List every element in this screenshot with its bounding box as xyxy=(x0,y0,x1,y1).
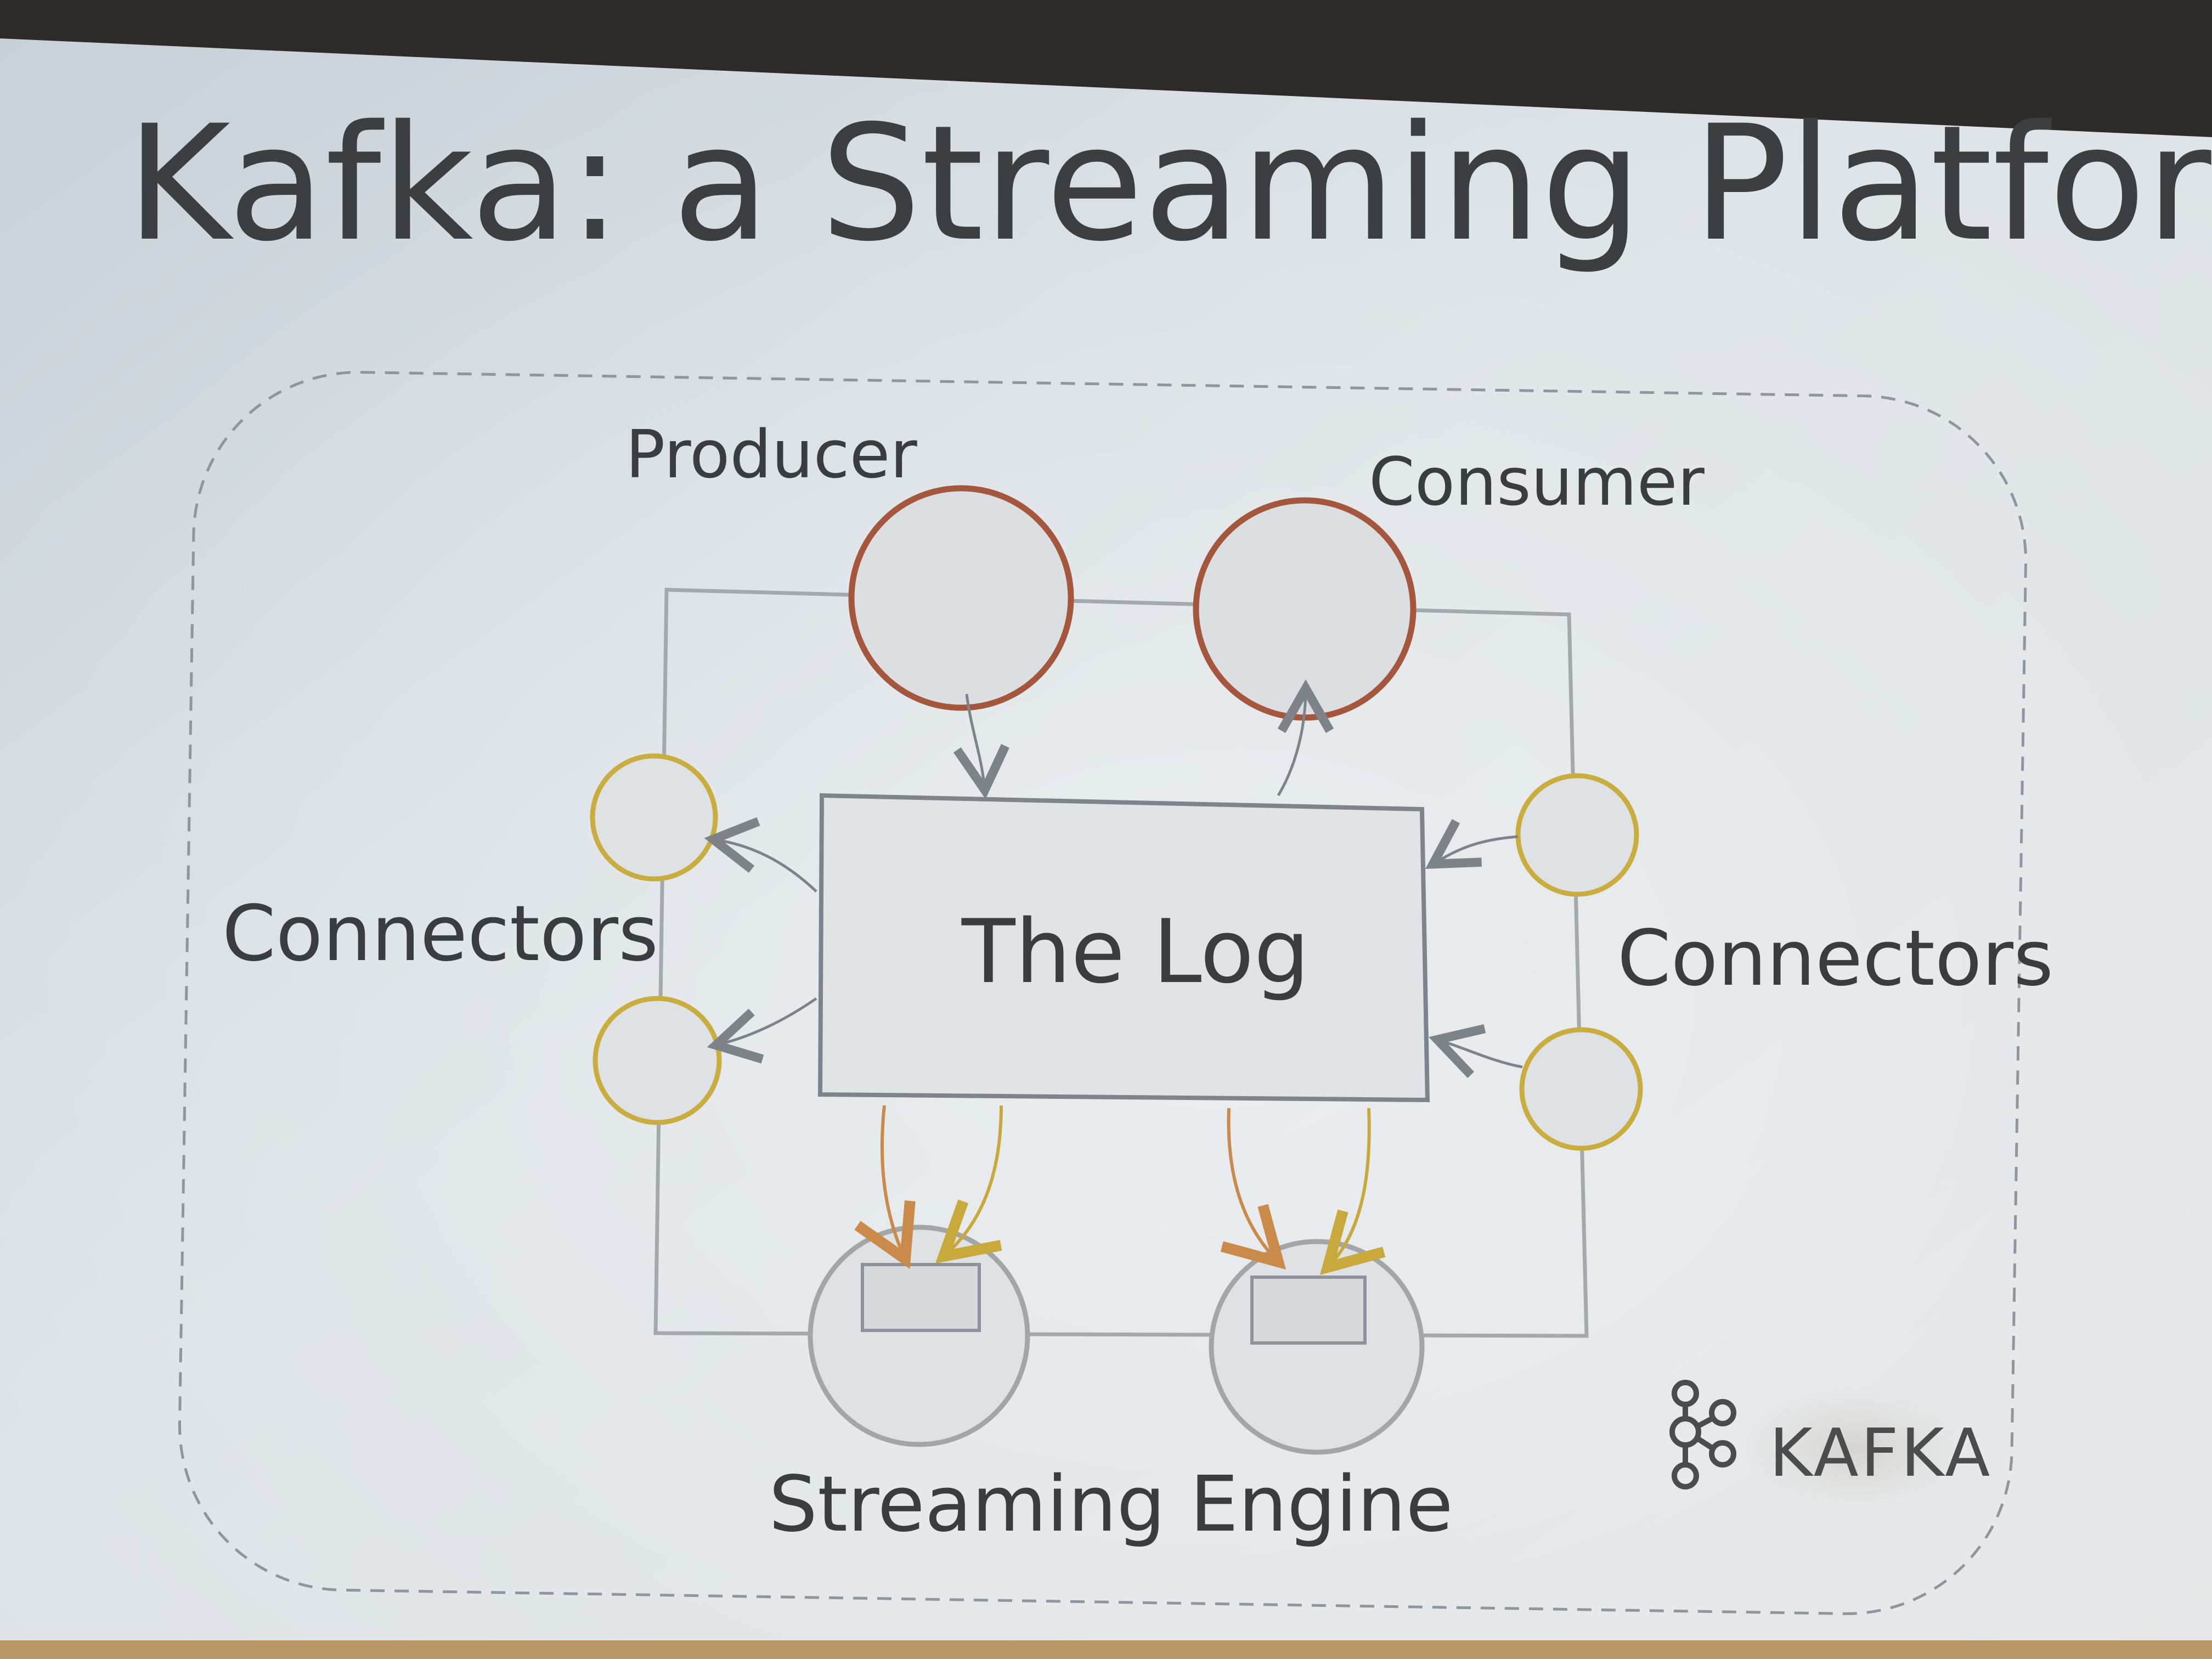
log-to-engine-right-arrow-orange xyxy=(1220,1108,1286,1270)
connectors-left-label: Connectors xyxy=(222,889,658,979)
streaming-engine-label: Streaming Engine xyxy=(769,1460,1453,1549)
producer-to-log-arrow xyxy=(953,693,1009,799)
log-to-engine-left-arrow-yellow xyxy=(935,1105,1003,1263)
platform-boundary xyxy=(178,371,2028,1615)
connector-left-bottom xyxy=(592,996,722,1125)
producer-circle xyxy=(848,485,1074,711)
connector-right-bottom-to-log-arrow xyxy=(1429,1024,1523,1078)
log-to-engine-left-arrow-orange xyxy=(854,1105,916,1269)
log-to-consumer-arrow xyxy=(1277,679,1334,797)
log-box xyxy=(817,793,1430,1103)
log-to-connector-left-top-arrow xyxy=(704,817,817,893)
streaming-engine-left-state xyxy=(861,1263,981,1332)
producer-label: Producer xyxy=(625,417,917,493)
kafka-logo-icon xyxy=(1669,1380,1736,1489)
slide-title: Kafka: a Streaming Platform xyxy=(126,92,2212,276)
kafka-logo-text: KAFKA xyxy=(1769,1415,1992,1492)
consumer-circle xyxy=(1193,497,1417,721)
log-to-engine-right-arrow-yellow xyxy=(1319,1108,1386,1276)
connector-left-top xyxy=(590,753,718,882)
connectors-right-label: Connectors xyxy=(1617,914,2053,1003)
connector-right-top xyxy=(1515,773,1639,897)
log-to-connector-left-bottom-arrow xyxy=(707,997,817,1064)
streaming-engine-left xyxy=(808,1224,1030,1447)
streaming-engine-right xyxy=(1209,1239,1425,1455)
kafka-logo: KAFKA xyxy=(1669,1380,1992,1509)
streaming-engine-right-state xyxy=(1250,1276,1367,1345)
consumer-label: Consumer xyxy=(1369,444,1705,521)
connector-right-bottom xyxy=(1519,1027,1643,1151)
connector-right-top-to-log-arrow xyxy=(1425,819,1519,869)
log-label: The Log xyxy=(961,900,1310,1003)
stage-floor xyxy=(0,1640,2212,1659)
